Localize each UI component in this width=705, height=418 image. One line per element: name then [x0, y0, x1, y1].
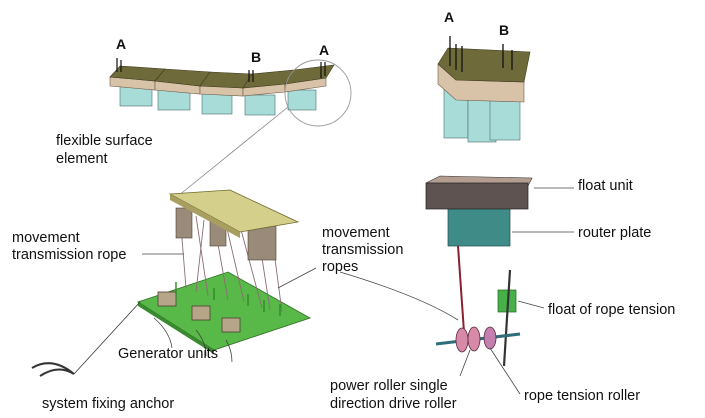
label-movement-rope-2: transmission rope	[12, 247, 127, 263]
float-mechanism	[425, 175, 533, 367]
anchor-shape	[31, 362, 75, 377]
marker-a-right: A	[319, 42, 330, 58]
label-router-plate: router plate	[578, 225, 652, 241]
label-float-unit: float unit	[578, 178, 633, 194]
leader-lines	[142, 187, 574, 395]
label-movement-rope-1: movement	[12, 230, 80, 246]
marker-a-left: A	[116, 36, 127, 52]
zoom-circle	[284, 59, 352, 127]
label-flexible-surface-1: flexible surface	[56, 133, 153, 149]
label-flexible-surface-2: element	[56, 151, 108, 167]
assembly-view	[31, 189, 311, 377]
power-roller	[455, 327, 469, 353]
float-body	[425, 182, 529, 210]
router-plate-shape	[447, 205, 511, 247]
marker-b-zoom: B	[499, 22, 510, 38]
marker-a-zoom: A	[444, 9, 455, 25]
label-power-roller-2: direction drive roller	[330, 396, 457, 412]
label-power-roller-1: power roller single	[330, 378, 448, 394]
marker-b-left: B	[251, 49, 262, 65]
zoomed-surface-element	[437, 36, 531, 143]
label-float-rope-tension: float of rope tension	[548, 302, 676, 318]
label-movement-ropes-2: transmission	[322, 242, 404, 258]
tension-roller	[483, 326, 497, 350]
base-plate	[137, 271, 311, 351]
label-generator-units: Generator units	[118, 346, 218, 362]
label-rope-tension-roller: rope tension roller	[524, 388, 641, 404]
label-movement-ropes-3: ropes	[322, 259, 359, 275]
generator-boxes	[157, 291, 241, 333]
label-system-anchor: system fixing anchor	[42, 396, 175, 412]
label-movement-ropes-1: movement	[322, 225, 390, 241]
top-plate	[168, 189, 300, 233]
flexible-surface-chain	[109, 58, 352, 197]
